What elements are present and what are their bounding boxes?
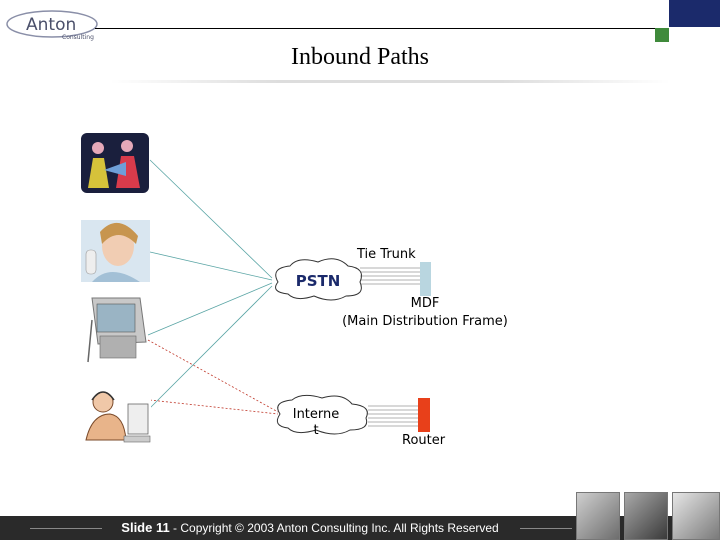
line-agent-to-internet — [149, 399, 279, 415]
line-pda-to-pstn — [147, 282, 273, 336]
corner-accent-green — [655, 28, 669, 42]
mdf-label: MDF (Main Distribution Frame) — [330, 296, 520, 329]
pstn-connection-lines — [147, 159, 273, 409]
line-pda-to-internet — [147, 339, 279, 413]
footer-rule-left — [30, 528, 102, 529]
copyright-text: - Copyright © 2003 Anton Consulting Inc.… — [169, 521, 499, 535]
business-meeting-photo — [576, 492, 620, 540]
pstn-label: PSTN — [296, 272, 341, 290]
router-block — [418, 398, 430, 432]
internet-cloud: Interne t — [276, 394, 368, 438]
businessman-phone-photo — [624, 492, 668, 540]
mdf-block — [420, 262, 431, 296]
slide-number: Slide 11 — [121, 520, 170, 535]
handshake-photo — [672, 492, 720, 540]
title-underline-shadow — [110, 80, 670, 83]
line-agent-to-pstn — [149, 285, 273, 409]
internet-label-wrap: t — [313, 423, 318, 438]
woman-telephone-photo — [81, 220, 150, 282]
slide-title: Inbound Paths — [291, 44, 429, 70]
router-label: Router — [402, 433, 446, 448]
pstn-cloud: PSTN — [275, 258, 362, 301]
router-lines — [368, 405, 418, 427]
footer-rule-right — [520, 528, 572, 529]
logo-subtext: Consulting — [62, 34, 94, 41]
anton-logo: Anton Consulting — [4, 8, 100, 42]
logo-text: Anton — [26, 15, 76, 35]
line-group-to-pstn — [149, 159, 273, 279]
internet-label: Interne — [293, 407, 340, 422]
tie-trunk-label: Tie Trunk — [357, 247, 416, 262]
pda-device-photo — [87, 297, 147, 363]
agent-headset-illustration — [81, 386, 151, 446]
header-rule — [95, 28, 655, 29]
mdf-label-subtitle: (Main Distribution Frame) — [342, 314, 508, 329]
mdf-label-title: MDF — [410, 296, 440, 311]
tie-trunk-lines — [360, 267, 420, 285]
corner-accent-dark — [669, 0, 720, 27]
footer-text: Slide 11 - Copyright © 2003 Anton Consul… — [0, 520, 620, 535]
group-people-icon — [81, 133, 149, 193]
internet-connection-lines — [147, 339, 279, 415]
line-phone-to-pstn — [149, 251, 273, 281]
